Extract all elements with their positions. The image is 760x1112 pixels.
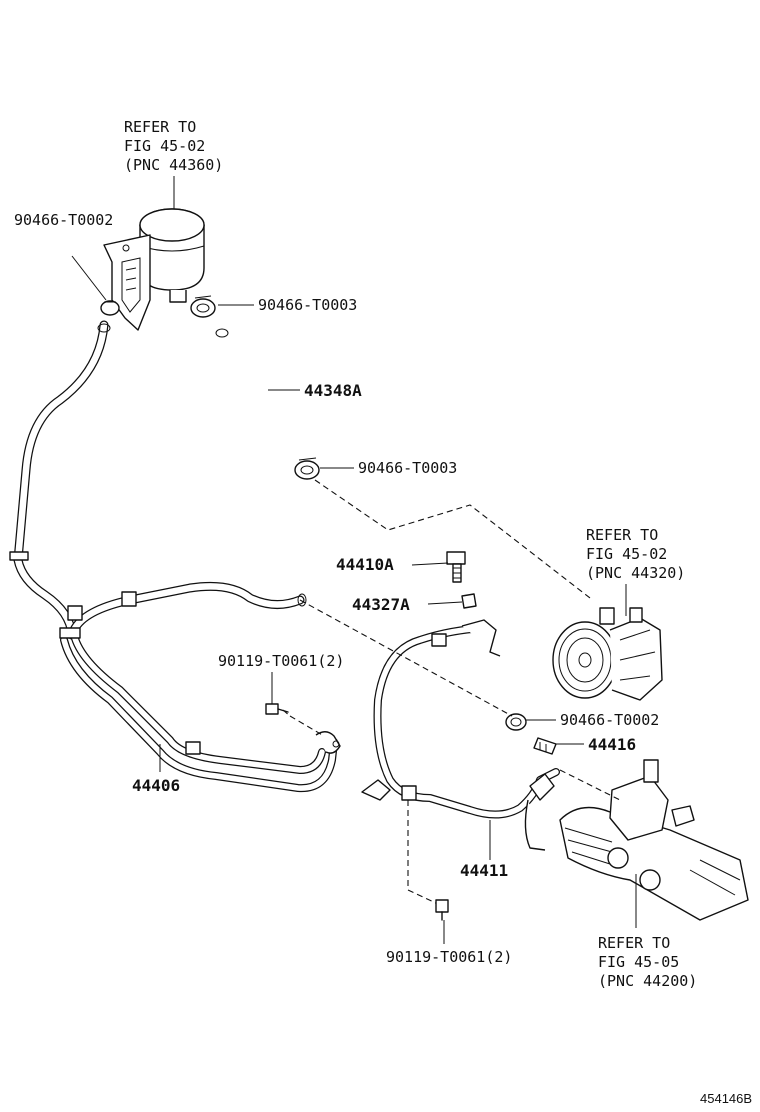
refer-gear-line-2: FIG 45-05 <box>598 953 679 971</box>
clamp-reservoir-left-illustration <box>100 300 120 316</box>
reservoir-illustration <box>103 208 205 331</box>
leader-clamp-reservoir-left <box>71 255 107 301</box>
gasket-44327a-illustration <box>461 593 477 609</box>
label-clamp-pump-line: 90466-T0002 <box>560 711 659 729</box>
label-clamp-hose-lower: 90466-T0003 <box>358 459 457 477</box>
label-bolt-44410a: 44410A <box>336 555 394 574</box>
pump-illustration <box>552 607 663 701</box>
label-clamp-reservoir-left: 90466-T0002 <box>14 211 113 229</box>
leader-bolt-44410a <box>411 562 449 566</box>
return-tube-illustration <box>9 320 341 793</box>
steering-gear-illustration <box>559 759 749 921</box>
label-gasket-44327a: 44327A <box>352 595 410 614</box>
label-return-tube: 44406 <box>132 776 180 795</box>
leader-gasket-44327a <box>427 601 463 605</box>
clamp-hose-lower-illustration <box>294 457 320 480</box>
refer-pump-line-1: REFER TO <box>586 526 658 544</box>
leader-tube-to-clamp-dash <box>299 599 513 717</box>
bolt-44410a-illustration <box>446 551 466 583</box>
label-union-44416: 44416 <box>588 735 636 754</box>
label-hose-44348a: 44348A <box>304 381 362 400</box>
label-clamp-reservoir-right: 90466-T0003 <box>258 296 357 314</box>
union-44416-illustration <box>533 737 557 755</box>
label-bolt-bottom: 90119-T0061(2) <box>386 948 512 966</box>
refer-reservoir-line-3: (PNC 44360) <box>124 156 223 174</box>
pressure-tube-illustration <box>361 619 560 851</box>
figure-id: 454146B <box>700 1091 752 1106</box>
bolt-bottom-illustration <box>435 899 449 921</box>
refer-reservoir-line-1: REFER TO <box>124 118 196 136</box>
refer-pump-line-2: FIG 45-02 <box>586 545 667 563</box>
refer-pump-line-3: (PNC 44320) <box>586 564 685 582</box>
refer-gear-line-3: (PNC 44200) <box>598 972 697 990</box>
leader-union-to-gear-dash <box>559 769 621 801</box>
leader-bolt-left-dash <box>289 715 325 737</box>
hose-44348a-illustration <box>214 324 288 472</box>
leader-bolt-bottom-dash <box>407 800 441 906</box>
refer-gear-line-1: REFER TO <box>598 934 670 952</box>
clamp-reservoir-right-illustration <box>190 295 216 318</box>
label-bolt-left: 90119-T0061(2) <box>218 652 344 670</box>
refer-reservoir-line-2: FIG 45-02 <box>124 137 205 155</box>
leader-hose-to-pump-dash <box>314 479 591 599</box>
label-pressure-tube: 44411 <box>460 861 508 880</box>
bolt-left-illustration <box>265 703 291 717</box>
clamp-pump-line-illustration <box>505 713 527 731</box>
